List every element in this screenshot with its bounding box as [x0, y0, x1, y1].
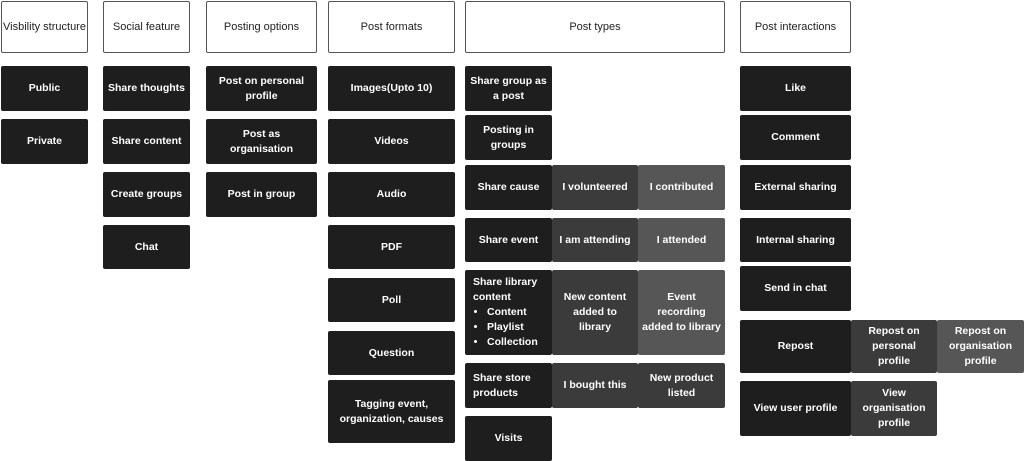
card-share-library: Share library content Content Playlist C…: [465, 270, 552, 355]
card-chat: Chat: [103, 225, 190, 269]
card-share-group: Share group as a post: [465, 66, 552, 111]
card-repost-personal: Repost on personal profile: [851, 320, 937, 373]
card-videos: Videos: [328, 119, 455, 164]
card-share-cause: Share cause: [465, 165, 552, 210]
card-send-chat: Send in chat: [740, 266, 851, 311]
card-view-user: View user profile: [740, 381, 851, 436]
card-external-sharing: External sharing: [740, 165, 851, 210]
card-new-content: New content added to library: [552, 270, 638, 355]
card-bought: I bought this: [552, 363, 638, 408]
card-attended: I attended: [638, 218, 725, 262]
card-question: Question: [328, 331, 455, 375]
card-poll: Poll: [328, 278, 455, 322]
card-post-org: Post as organisation: [206, 119, 317, 164]
card-internal-sharing: Internal sharing: [740, 218, 851, 262]
card-share-store: Share store products: [465, 363, 552, 408]
list-item: Content: [487, 305, 548, 320]
card-repost-org: Repost on organisation profile: [937, 320, 1024, 373]
list-item: Collection: [487, 335, 548, 350]
card-like: Like: [740, 66, 851, 111]
card-view-org: View organisation profile: [851, 381, 937, 436]
share-library-label: Share library content: [473, 276, 538, 303]
card-images: Images(Upto 10): [328, 66, 455, 111]
card-tagging: Tagging event, organization, causes: [328, 380, 455, 443]
card-volunteered: I volunteered: [552, 165, 638, 210]
card-pdf: PDF: [328, 225, 455, 269]
card-create-groups: Create groups: [103, 172, 190, 217]
header-types: Post types: [465, 1, 725, 53]
card-new-product: New product listed: [638, 363, 725, 408]
card-visits: Visits: [465, 416, 552, 461]
card-attending: I am attending: [552, 218, 638, 262]
card-post-group: Post in group: [206, 172, 317, 217]
card-public: Public: [1, 66, 88, 111]
header-interactions: Post interactions: [740, 1, 851, 53]
library-item-list: Content Playlist Collection: [473, 305, 548, 350]
card-post-personal: Post on personal profile: [206, 66, 317, 111]
card-private: Private: [1, 119, 88, 164]
header-visibility: Visbility structure: [1, 1, 88, 53]
card-comment: Comment: [740, 115, 851, 160]
header-social: Social feature: [103, 1, 190, 53]
header-posting: Posting options: [206, 1, 317, 53]
card-contributed: I contributed: [638, 165, 725, 210]
header-formats: Post formats: [328, 1, 455, 53]
card-repost: Repost: [740, 320, 851, 373]
card-audio: Audio: [328, 172, 455, 217]
card-event-recording: Event recording added to library: [638, 270, 725, 355]
card-share-thoughts: Share thoughts: [103, 66, 190, 111]
card-share-event: Share event: [465, 218, 552, 262]
card-posting-groups: Posting in groups: [465, 115, 552, 160]
list-item: Playlist: [487, 320, 548, 335]
card-share-content: Share content: [103, 119, 190, 164]
